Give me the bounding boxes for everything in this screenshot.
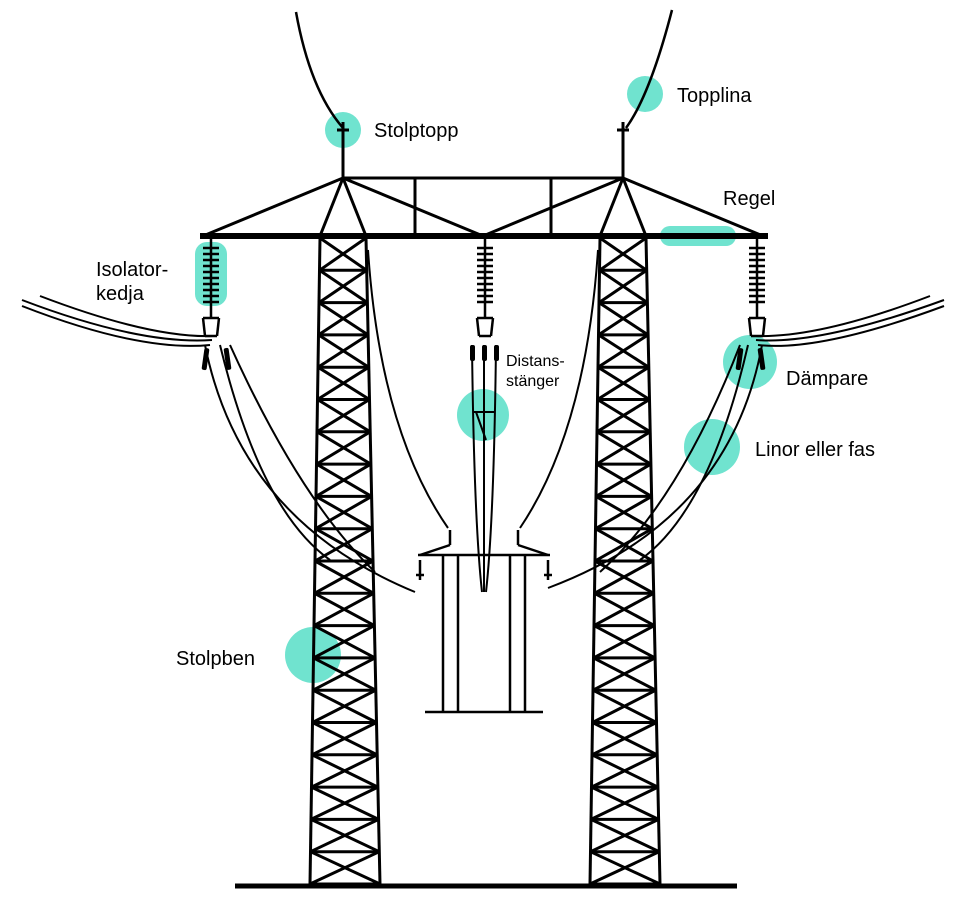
left-leg-brace: [318, 236, 367, 272]
insulator-middle-yoke: [475, 317, 481, 337]
left-leg-brace: [318, 269, 368, 304]
label-distansstanger: Distans- stänger: [506, 352, 586, 392]
gantry: [416, 530, 552, 714]
left-leg-brace: [311, 721, 378, 757]
left-leg-brace: [313, 591, 375, 627]
pylon-legs: [308, 236, 662, 886]
label-stolptopp: Stolptopp: [374, 120, 459, 142]
label-linor-eller-fas: Linor eller fas: [755, 439, 876, 461]
label-topplina: Topplina: [677, 85, 752, 107]
label-stolpben: Stolpben: [176, 648, 255, 670]
right-leg-brace: [598, 236, 647, 272]
right-leg-brace: [592, 656, 656, 692]
right-leg-brace: [592, 624, 656, 660]
label-isolatorkedja-line2: kedja: [96, 283, 144, 305]
insulator-left-yoke: [215, 317, 221, 337]
right-leg-brace: [597, 301, 649, 337]
left-leg-brace: [317, 301, 369, 337]
label-isolatorkedja-line1: Isolator-: [96, 259, 169, 281]
pylon-peaks: [337, 122, 629, 178]
conductor-lines: [21, 249, 945, 593]
left-leg-brace: [315, 462, 372, 498]
right-leg-brace: [591, 721, 658, 757]
left-leg-brace: [309, 818, 380, 854]
insulator-middle-yoke: [489, 317, 495, 337]
right-leg-brace: [596, 398, 651, 434]
marker-linor: [684, 419, 740, 475]
label-distansstanger-line2: stänger: [506, 373, 560, 390]
left-leg-brace: [310, 753, 378, 789]
left-leg-brace: [316, 398, 371, 434]
spacer-bars: [474, 411, 494, 441]
right-leg-brace: [589, 850, 660, 886]
label-distansstanger-line1: Distans-: [506, 353, 565, 370]
right-leg-brace: [590, 785, 659, 821]
right-leg-brace: [593, 559, 654, 595]
left-leg-brace: [316, 365, 370, 401]
left-leg-brace: [317, 333, 369, 369]
right-leg-brace: [594, 527, 654, 563]
right-leg-brace: [595, 430, 651, 466]
left-leg-brace: [311, 688, 377, 724]
right-leg-brace: [596, 365, 650, 401]
insulator-chains: [201, 238, 767, 338]
right-leg-brace: [598, 269, 648, 304]
left-leg-brace: [310, 785, 379, 821]
left-leg-brace: [314, 495, 373, 530]
right-leg-brace: [593, 591, 655, 627]
insulator-left-yoke: [201, 317, 207, 337]
upper-truss: [202, 176, 764, 238]
left-leg-brace: [312, 624, 376, 660]
label-dampare: Dämpare: [786, 368, 869, 390]
marker-dampare: [723, 335, 777, 389]
left-leg-brace: [312, 656, 376, 692]
dampers: [201, 345, 766, 371]
right-leg-brace: [590, 753, 658, 789]
label-regel: Regel: [723, 188, 776, 210]
right-leg-brace: [589, 818, 660, 854]
insulator-right-yoke: [747, 317, 753, 337]
right-leg-brace: [595, 462, 652, 498]
left-leg-brace: [315, 430, 371, 466]
label-isolatorkedja: Isolator- kedja: [96, 258, 191, 306]
right-leg-brace: [597, 333, 649, 369]
earth-wires: [294, 9, 674, 129]
right-leg-brace: [591, 688, 657, 724]
left-leg-brace: [309, 850, 380, 886]
right-leg-brace: [594, 495, 653, 530]
insulator-right-yoke: [761, 317, 767, 337]
